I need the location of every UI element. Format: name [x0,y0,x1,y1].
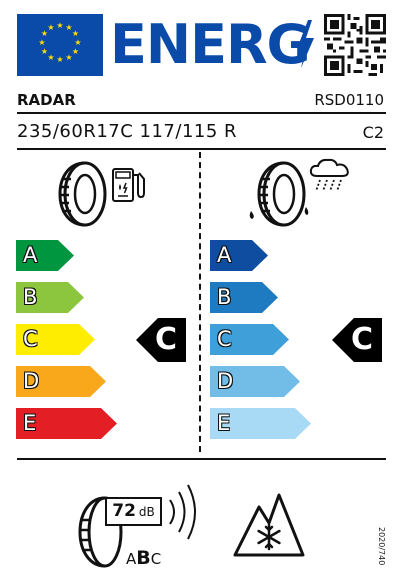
rain-cloud-icon [309,158,349,192]
tyre-icon [249,161,309,227]
noise-class-a: A [126,550,137,568]
tyre-icon [58,161,107,227]
bar-fill [16,408,117,439]
wet-class-a-bar: A [210,240,268,271]
energy-label-title: ENERG [110,12,328,78]
regulation-number: 2020/740 [377,527,386,566]
bar-fill [210,324,289,355]
sound-waves-icon [169,484,196,540]
energy-title-text: ENERG [110,13,311,76]
bar-fill [16,282,84,313]
bar-letter: D [23,369,40,393]
noise-value: 72 [112,501,136,521]
bar-fill [210,408,311,439]
svg-text:★: ★ [72,29,79,38]
noise-class-scale: ABC [126,547,161,569]
fuel-class-b-bar: B [16,282,84,313]
model-code: RSD0110 [314,91,384,109]
svg-text:★: ★ [56,21,63,30]
bar-letter: C [23,327,38,351]
svg-text:★: ★ [47,23,54,32]
fuel-rating-letter: C [154,322,177,357]
svg-text:★: ★ [65,53,72,62]
bar-fill [16,324,95,355]
svg-text:★: ★ [65,23,72,32]
fuel-class-d-bar: D [16,366,106,397]
svg-text:★: ★ [74,38,81,47]
bar-fill [16,366,106,397]
eu-flag-icon: ★★★ ★★★ ★★★ ★★★ [17,14,103,76]
bar-fill [210,366,300,397]
bar-letter: B [23,285,38,309]
bar-letter: C [217,327,232,351]
divider-line [17,458,386,460]
svg-text:★: ★ [56,55,63,64]
svg-text:★: ★ [41,47,48,56]
fuel-class-e-bar: E [16,408,117,439]
bar-letter: B [217,285,232,309]
column-divider [199,152,201,452]
tyre-class: C2 [362,123,384,142]
fuel-class-c-bar: C [16,324,95,355]
qr-code-icon[interactable] [324,14,386,76]
divider-line [17,148,386,150]
noise-class-c: C [150,550,162,568]
wet-class-c-bar: C [210,324,289,355]
wet-grip-rating-letter: C [350,322,373,357]
fuel-pump-icon [112,168,145,202]
svg-text:★: ★ [47,53,54,62]
wet-grip-rating-badge: C [332,318,382,362]
wet-class-e-bar: E [210,408,311,439]
three-peak-mountain-snowflake-icon [233,493,305,557]
divider-line [17,112,386,114]
bar-letter: E [23,411,37,435]
bar-letter: D [217,369,234,393]
brand-name: RADAR [17,91,76,109]
svg-text:★: ★ [38,38,45,47]
bar-letter: A [217,243,232,267]
tyre-size-designation: 235/60R17C 117/115 R [17,121,238,142]
bar-letter: E [217,411,231,435]
noise-level-box: 72 dB [105,497,162,526]
wet-class-b-bar: B [210,282,278,313]
fuel-rating-badge: C [136,318,186,362]
svg-text:★: ★ [72,47,79,56]
noise-unit: dB [138,505,155,519]
lightning-bolt-icon [298,20,314,68]
bar-fill [210,282,278,313]
svg-text:★: ★ [41,29,48,38]
fuel-class-a-bar: A [16,240,74,271]
bar-letter: A [23,243,38,267]
noise-class-b: B [136,547,151,569]
wet-class-d-bar: D [210,366,300,397]
